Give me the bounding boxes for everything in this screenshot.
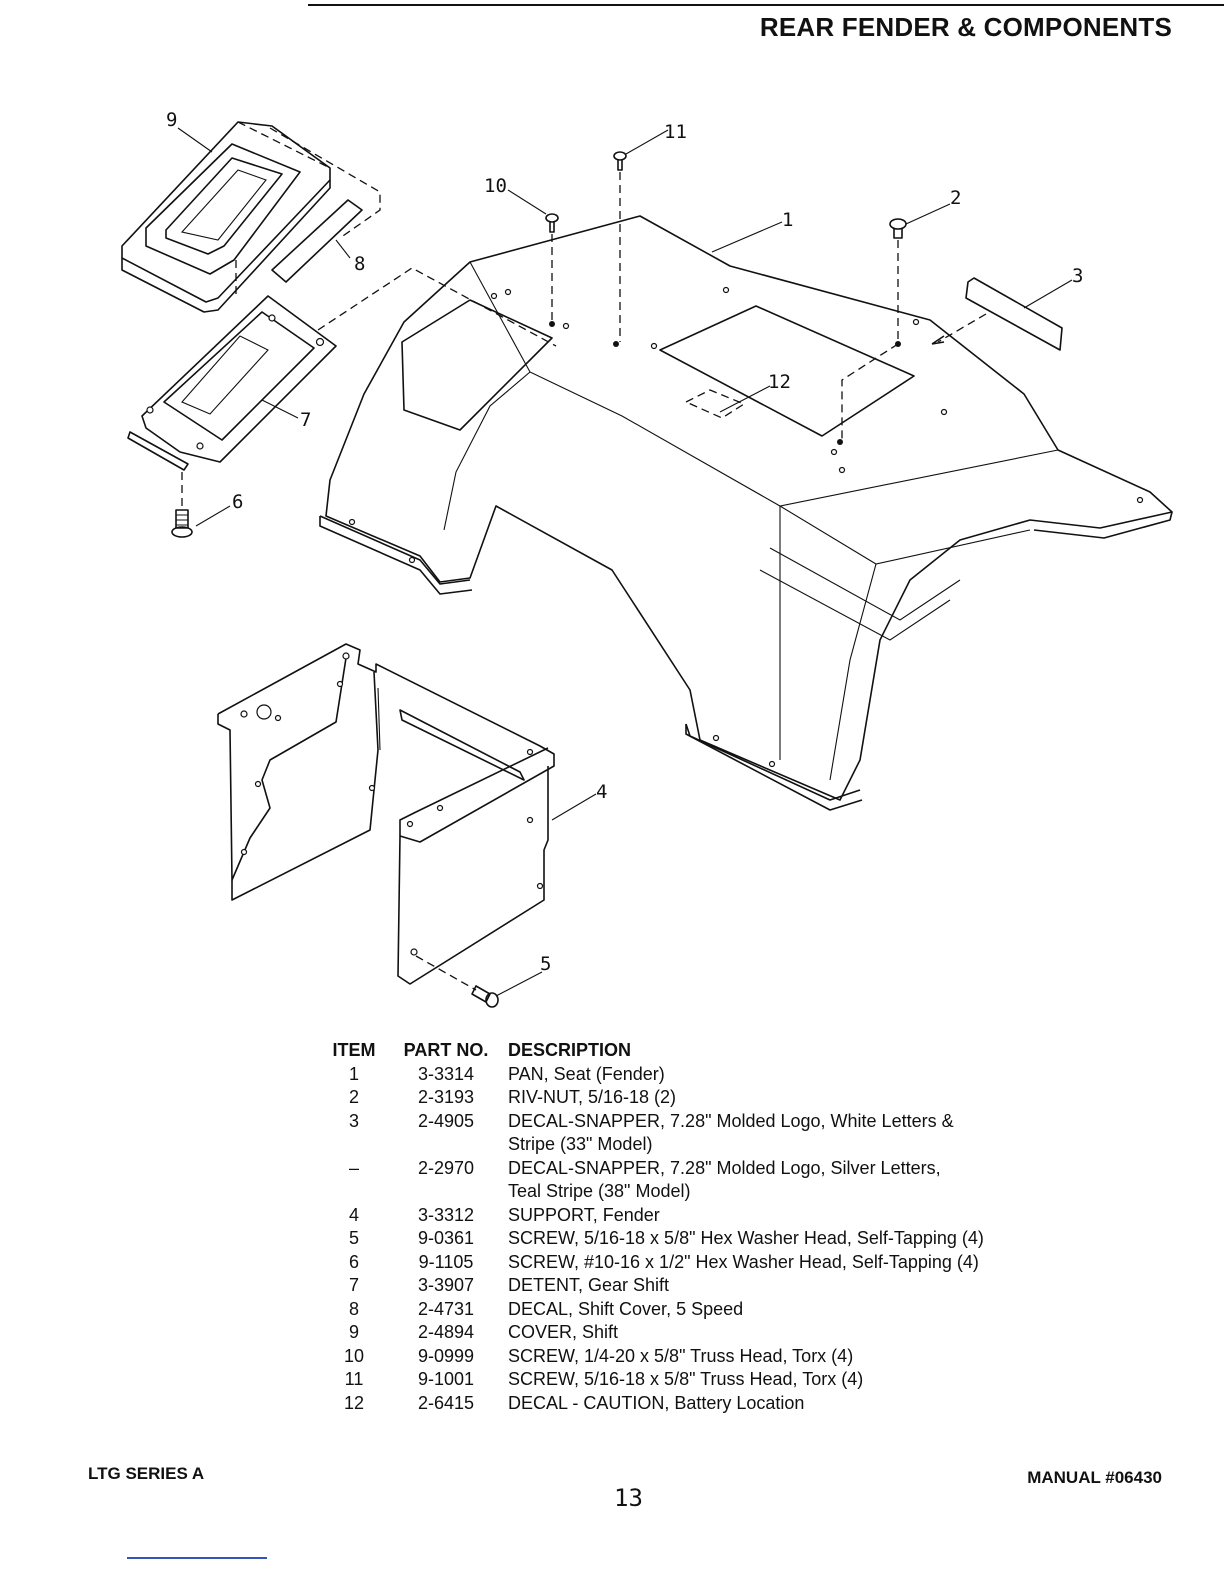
callout-8: 8 — [354, 253, 365, 275]
page-title: REAR FENDER & COMPONENTS — [759, 12, 1172, 42]
fender-support-part — [217, 643, 555, 985]
item-number: 12 — [343, 1392, 365, 1413]
part-number: 2-4905 — [417, 1110, 475, 1131]
part-number: 2-2970 — [417, 1157, 475, 1178]
header-description: DESCRIPTION — [508, 1040, 632, 1060]
item-number: 10 — [343, 1345, 365, 1366]
callout-6: 6 — [232, 491, 243, 513]
item-number: 3 — [348, 1110, 359, 1131]
exploded-parts-diagram: 9 8 7 6 10 11 1 2 3 12 4 5 — [121, 109, 1173, 1008]
parts-list-table: ITEM PART NO. DESCRIPTION 1 3-3314 PAN, … — [326, 1039, 1080, 1415]
manual-number: MANUAL #06430 — [1027, 1468, 1162, 1487]
table-row-continuation: Teal Stripe (38" Model) — [326, 1180, 1080, 1204]
shift-cover-decal-part — [269, 127, 381, 283]
table-row: 6 9-1105 SCREW, #10-16 x 1/2" Hex Washer… — [326, 1251, 1080, 1275]
gear-shift-detent-part — [127, 260, 337, 471]
table-row: 8 2-4731 DECAL, Shift Cover, 5 Speed — [326, 1298, 1080, 1322]
callout-5: 5 — [540, 953, 551, 975]
header-item: ITEM — [332, 1040, 376, 1060]
part-number: 9-0999 — [417, 1345, 475, 1366]
riv-nut-part — [841, 218, 907, 440]
table-row: 5 9-0361 SCREW, 5/16-18 x 5/8" Hex Washe… — [326, 1227, 1080, 1251]
screw-item-6-part — [171, 472, 193, 538]
callout-1: 1 — [782, 209, 793, 231]
part-description: SUPPORT, Fender — [508, 1204, 660, 1225]
part-number: 3-3312 — [417, 1204, 475, 1225]
part-description: DETENT, Gear Shift — [508, 1275, 670, 1295]
callout-10: 10 — [484, 175, 507, 197]
part-number: 9-1001 — [417, 1369, 475, 1389]
part-number: 2-6415 — [417, 1392, 475, 1413]
part-description: RIV-NUT, 5/16-18 (2) — [508, 1087, 677, 1107]
top-rule — [308, 4, 1224, 6]
part-description: SCREW, #10-16 x 1/2" Hex Washer Head, Se… — [508, 1251, 979, 1272]
part-description: DECAL, Shift Cover, 5 Speed — [508, 1298, 744, 1319]
item-number: 11 — [344, 1369, 364, 1389]
callout-2: 2 — [950, 187, 961, 209]
part-number: 9-1105 — [418, 1251, 474, 1272]
item-number: 9 — [348, 1322, 359, 1342]
table-row: 10 9-0999 SCREW, 1/4-20 x 5/8" Truss Hea… — [326, 1345, 1080, 1369]
series-label: LTG SERIES A — [88, 1464, 205, 1483]
part-number: 9-0361 — [417, 1228, 475, 1248]
part-description-continued: Teal Stripe (38" Model) — [508, 1181, 691, 1201]
part-number: 2-4731 — [417, 1298, 475, 1319]
table-row: 1 3-3314 PAN, Seat (Fender) — [326, 1063, 1080, 1087]
part-description: DECAL-SNAPPER, 7.28" Molded Logo, White … — [508, 1110, 954, 1131]
screw-item-5-part — [415, 955, 499, 1008]
part-number: 3-3907 — [417, 1275, 475, 1295]
table-row: 3 2-4905 DECAL-SNAPPER, 7.28" Molded Log… — [326, 1110, 1080, 1134]
part-description: DECAL-SNAPPER, 7.28" Molded Logo, Silver… — [508, 1157, 941, 1178]
callout-11: 11 — [664, 121, 687, 143]
shift-cover-part — [121, 121, 331, 313]
table-row: 4 3-3312 SUPPORT, Fender — [326, 1204, 1080, 1228]
table-row: 7 3-3907 DETENT, Gear Shift — [326, 1274, 1080, 1298]
callout-3: 3 — [1072, 265, 1083, 287]
part-description: SCREW, 1/4-20 x 5/8" Truss Head, Torx (4… — [508, 1345, 854, 1366]
table-row: 12 2-6415 DECAL - CAUTION, Battery Locat… — [326, 1392, 1080, 1416]
screw-item-11-part — [613, 151, 627, 342]
part-description: DECAL - CAUTION, Battery Location — [508, 1392, 805, 1413]
page-number: 13 — [614, 1484, 643, 1512]
part-description-continued: Stripe (33" Model) — [508, 1134, 653, 1154]
part-number: 2-4894 — [417, 1322, 475, 1342]
callout-labels: 9 8 7 6 10 11 1 2 3 12 4 5 — [166, 109, 1083, 975]
snapper-decal-part — [931, 277, 1063, 351]
screw-item-10-part — [545, 213, 559, 322]
part-description: SCREW, 5/16-18 x 5/8" Truss Head, Torx (… — [508, 1369, 864, 1389]
callout-4: 4 — [596, 781, 607, 803]
header-part-no: PART NO. — [403, 1040, 489, 1060]
table-row: 11 9-1001 SCREW, 5/16-18 x 5/8" Truss He… — [326, 1368, 1080, 1392]
callout-7: 7 — [300, 409, 311, 431]
scan-mark-line — [127, 1557, 267, 1559]
item-number: 1 — [348, 1063, 359, 1084]
item-number: 2 — [348, 1087, 359, 1107]
seat-pan-fender-part — [319, 215, 1173, 811]
callout-9: 9 — [166, 109, 177, 131]
part-number: 2-3193 — [417, 1087, 475, 1107]
item-number: 4 — [348, 1204, 359, 1225]
part-number: 3-3314 — [417, 1063, 475, 1084]
part-description: PAN, Seat (Fender) — [508, 1063, 665, 1084]
table-row: – 2-2970 DECAL-SNAPPER, 7.28" Molded Log… — [326, 1157, 1080, 1181]
table-row: 2 2-3193 RIV-NUT, 5/16-18 (2) — [326, 1086, 1080, 1110]
item-number: 7 — [348, 1275, 359, 1295]
item-number: 5 — [348, 1228, 359, 1248]
item-number: 8 — [348, 1298, 359, 1319]
item-number: – — [348, 1157, 359, 1178]
item-number: 6 — [348, 1251, 359, 1272]
part-description: SCREW, 5/16-18 x 5/8" Hex Washer Head, S… — [508, 1228, 984, 1248]
callout-leaders — [177, 127, 1073, 997]
parts-table-header-row: ITEM PART NO. DESCRIPTION — [326, 1039, 1080, 1063]
part-description: COVER, Shift — [508, 1322, 619, 1342]
callout-12: 12 — [768, 371, 791, 393]
table-row: 9 2-4894 COVER, Shift — [326, 1321, 1080, 1345]
table-row-continuation: Stripe (33" Model) — [326, 1133, 1080, 1157]
